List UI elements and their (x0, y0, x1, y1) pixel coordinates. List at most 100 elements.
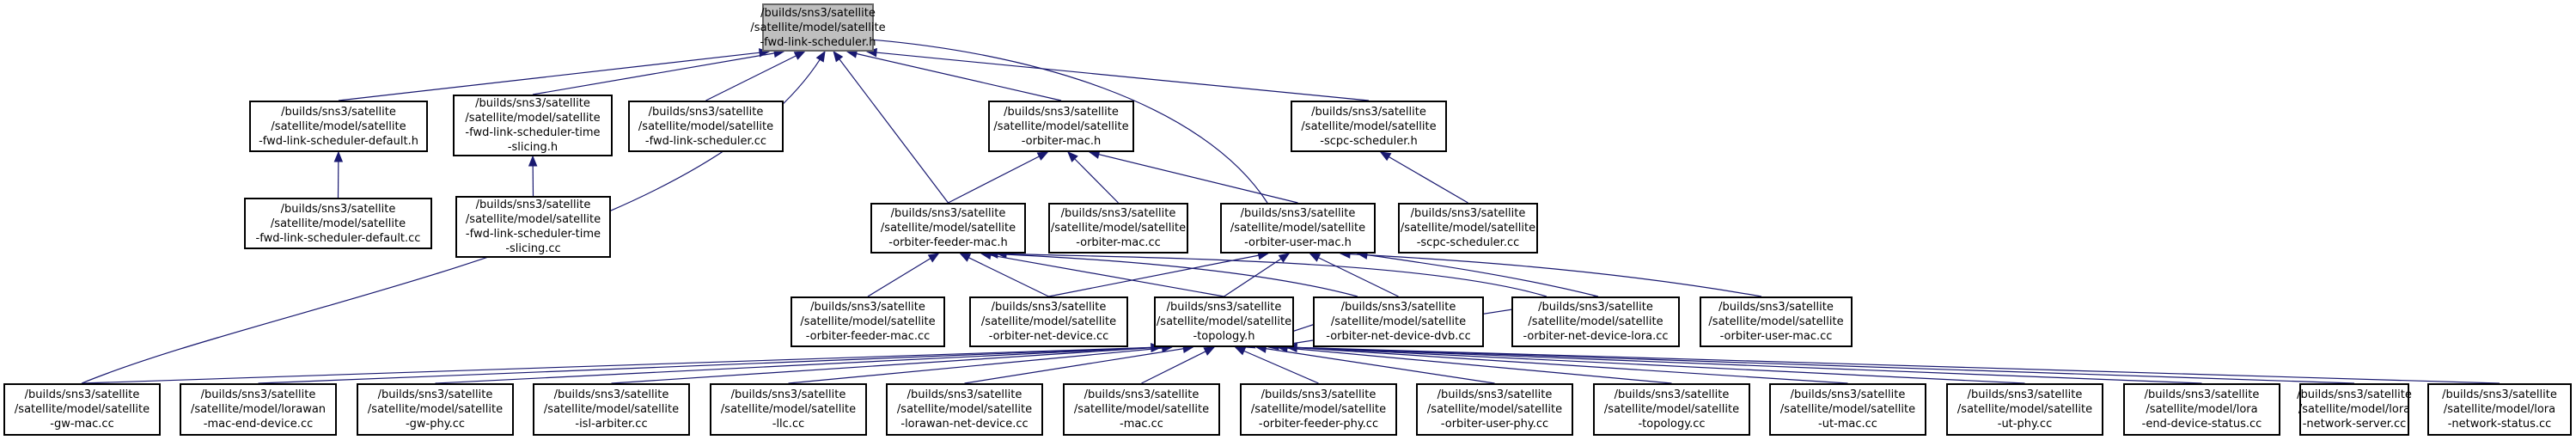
file-node-mac-cc[interactable]: /builds/sns3/satellite/satellite/model/s… (1063, 383, 1220, 436)
file-node-label-line: -orbiter-net-device-lora.cc (1523, 330, 1669, 343)
dependency-edge (1286, 346, 2355, 384)
file-node-label-line: -orbiter-user-mac.cc (1719, 330, 1833, 343)
file-node-label-line: /builds/sns3/satellite (1166, 301, 1282, 314)
file-node-scpc-scheduler-cc[interactable]: /builds/sns3/satellite/satellite/model/s… (1398, 203, 1538, 254)
file-node-label-line: /builds/sns3/satellite (810, 301, 925, 314)
file-node-fwd-link-scheduler-cc[interactable]: /builds/sns3/satellite/satellite/model/s… (628, 101, 784, 152)
file-node-fwd-link-scheduler-time-slicing-cc[interactable]: /builds/sns3/satellite/satellite/model/s… (455, 196, 611, 258)
file-node-lorawan-net-device-cc[interactable]: /builds/sns3/satellite/satellite/model/s… (886, 383, 1043, 436)
file-node-orbiter-net-device-dvb-cc[interactable]: /builds/sns3/satellite/satellite/model/s… (1313, 296, 1484, 347)
file-node-label-line: -orbiter-feeder-phy.cc (1258, 418, 1379, 431)
file-node-label-line: -scpc-scheduler.h (1320, 134, 1418, 148)
file-node-label-line: /builds/sns3/satellite (2144, 388, 2260, 401)
file-node-label-line: /builds/sns3/satellite (906, 388, 1022, 401)
file-node-label-line: /satellite/model/satellite (1603, 403, 1740, 416)
file-node-label-line: /satellite/model/satellite (800, 315, 936, 328)
dependency-edge (846, 51, 1062, 101)
edge-arrowhead (815, 50, 826, 63)
file-node-orbiter-mac-cc[interactable]: /builds/sns3/satellite/satellite/model/s… (1048, 203, 1188, 254)
file-node-label-line: /builds/sns3/satellite (553, 388, 669, 401)
file-node-orbiter-mac-h[interactable]: /builds/sns3/satellite/satellite/model/s… (988, 101, 1134, 152)
file-node-orbiter-user-mac-cc[interactable]: /builds/sns3/satellite/satellite/model/s… (1700, 296, 1853, 347)
file-node-isl-arbiter-cc[interactable]: /builds/sns3/satellite/satellite/model/s… (533, 383, 690, 436)
file-node-ut-phy-cc[interactable]: /builds/sns3/satellite/satellite/model/s… (1946, 383, 2103, 436)
dependency-edge (1309, 253, 1399, 297)
dependency-edge (1089, 151, 1298, 204)
file-node-label-line: -fwd-link-scheduler.cc (644, 134, 767, 148)
file-node-label-line: -ut-phy.cc (1997, 418, 2053, 431)
file-node-orbiter-net-device-cc[interactable]: /builds/sns3/satellite/satellite/model/s… (969, 296, 1128, 347)
file-node-label-line: /builds/sns3/satellite (475, 199, 591, 211)
dependency-edge (1224, 253, 1290, 297)
file-node-label-line: /satellite/model/satellite (14, 403, 150, 416)
dependency-edge (1286, 346, 1848, 384)
file-node-label-line: -mac-end-device.cc (203, 418, 314, 431)
file-node-fwd-link-scheduler-default-cc[interactable]: /builds/sns3/satellite/satellite/model/s… (244, 198, 432, 249)
file-node-orbiter-net-device-lora-cc[interactable]: /builds/sns3/satellite/satellite/model/s… (1511, 296, 1680, 347)
file-node-label-line: -network-server.cc (2302, 418, 2407, 431)
file-node-scpc-scheduler-h[interactable]: /builds/sns3/satellite/satellite/model/s… (1291, 101, 1447, 152)
file-node-label-line: /satellite/model/satellite (367, 403, 504, 416)
file-node-label-line: /satellite/model/lora (2298, 403, 2411, 416)
dependency-edge (1286, 346, 2202, 384)
file-node-lorawan-mac-end-device-cc[interactable]: /builds/sns3/satellite/satellite/model/l… (180, 383, 337, 436)
file-node-lora-end-device-status-cc[interactable]: /builds/sns3/satellite/satellite/model/l… (2123, 383, 2280, 436)
dependency-edge (611, 346, 1162, 384)
file-node-label-line: /builds/sns3/satellite (24, 388, 140, 401)
file-node-label-line: /builds/sns3/satellite (1261, 388, 1377, 401)
file-node-label-line: /builds/sns3/satellite (1614, 388, 1730, 401)
edge-arrowhead (333, 150, 344, 162)
file-node-label-line: /satellite/model/satellite (980, 315, 1117, 328)
file-node-label-line: -orbiter-user-mac.h (1244, 236, 1352, 249)
file-node-label-line: -mac.cc (1120, 418, 1163, 431)
file-node-label-line: /builds/sns3/satellite (475, 97, 590, 110)
file-node-lora-network-server-cc[interactable]: /builds/sns3/satellite/satellite/model/l… (2297, 383, 2412, 436)
file-node-gw-phy-cc[interactable]: /builds/sns3/satellite/satellite/model/s… (357, 383, 514, 436)
dependency-edge (1340, 253, 1762, 297)
file-node-label-line: /builds/sns3/satellite (1538, 301, 1653, 314)
file-node-label-line: -orbiter-mac.h (1021, 134, 1102, 148)
file-node-topology-cc[interactable]: /builds/sns3/satellite/satellite/model/s… (1593, 383, 1750, 436)
file-node-label-line: /satellite/model/satellite (465, 213, 601, 226)
file-node-topology-h[interactable]: /builds/sns3/satellite/satellite/model/s… (1154, 296, 1294, 347)
dependency-edge (258, 346, 1162, 384)
dependency-edge (833, 51, 949, 204)
file-node-label-line: -fwd-link-scheduler-time (465, 228, 601, 241)
file-node-label-line: -orbiter-net-device-dvb.cc (1326, 330, 1471, 343)
file-node-llc-cc[interactable]: /builds/sns3/satellite/satellite/model/s… (710, 383, 867, 436)
file-node-label-line: /satellite/model/satellite (993, 119, 1129, 133)
file-node-label-line: /satellite/model/satellite (1156, 315, 1292, 328)
file-node-fwd-link-scheduler-default-h[interactable]: /builds/sns3/satellite/satellite/model/s… (249, 101, 428, 152)
edge-arrowhead (1036, 151, 1049, 161)
dependency-edge (1286, 346, 2025, 384)
file-node-label-line: /builds/sns3/satellite (200, 388, 316, 401)
file-node-fwd-link-scheduler-h: /builds/sns3/satellite/satellite/model/s… (750, 3, 886, 52)
file-node-orbiter-user-mac-h[interactable]: /builds/sns3/satellite/satellite/model/s… (1220, 203, 1376, 254)
file-node-lora-network-status-cc[interactable]: /builds/sns3/satellite/satellite/model/l… (2427, 383, 2572, 436)
file-node-ut-mac-cc[interactable]: /builds/sns3/satellite/satellite/model/s… (1769, 383, 1926, 436)
file-node-orbiter-feeder-phy-cc[interactable]: /builds/sns3/satellite/satellite/model/s… (1240, 383, 1397, 436)
file-node-label-line: /builds/sns3/satellite (760, 6, 876, 20)
file-node-label-line: /builds/sns3/satellite (730, 388, 846, 401)
file-node-label-line: /builds/sns3/satellite (1340, 301, 1456, 314)
file-node-label-line: /builds/sns3/satellite (281, 105, 396, 119)
file-node-label-line: /satellite/model/satellite (543, 403, 680, 416)
dependency-edge (996, 253, 1547, 297)
file-node-orbiter-feeder-mac-h[interactable]: /builds/sns3/satellite/satellite/model/s… (870, 203, 1026, 254)
dependency-edge (1256, 346, 1495, 384)
file-node-fwd-link-scheduler-time-slicing-h[interactable]: /builds/sns3/satellite/satellite/model/s… (453, 95, 613, 156)
edge-arrowhead (1067, 151, 1078, 162)
dependency-edge (867, 253, 939, 297)
file-node-label-line: -slicing.cc (505, 242, 561, 255)
edge-arrowhead (833, 50, 844, 63)
dependency-edge (788, 346, 1172, 384)
file-node-orbiter-user-phy-cc[interactable]: /builds/sns3/satellite/satellite/model/s… (1416, 383, 1573, 436)
file-node-label-line: -fwd-link-scheduler-default.h (259, 134, 418, 148)
file-node-label-line: /builds/sns3/satellite (991, 301, 1107, 314)
file-node-gw-mac-cc[interactable]: /builds/sns3/satellite/satellite/model/s… (3, 383, 161, 436)
file-node-label-line: /satellite/model/lora (2443, 403, 2556, 416)
file-node-orbiter-feeder-mac-cc[interactable]: /builds/sns3/satellite/satellite/model/s… (791, 296, 945, 347)
dependency-edge (435, 346, 1162, 384)
dependency-edge (1235, 346, 1319, 384)
